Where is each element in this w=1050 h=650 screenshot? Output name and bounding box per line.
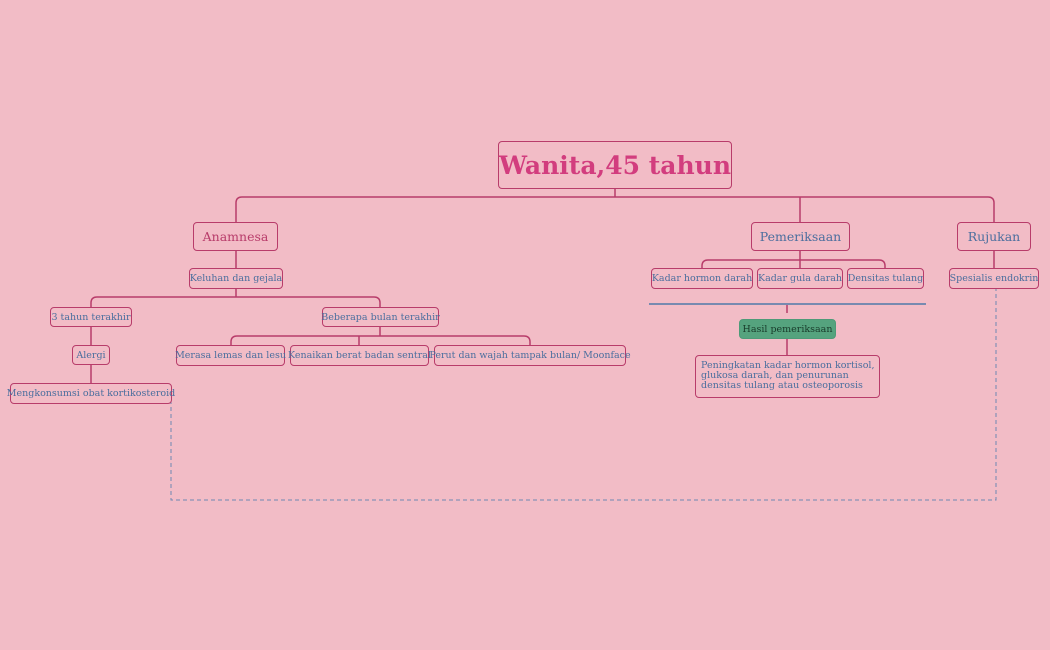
hasil-text-node[interactable]: Peningkatan kadar hormon kortisol, gluko… [695, 355, 880, 398]
spesialis-endokrin-node[interactable]: Spesialis endokrin [949, 268, 1039, 289]
densitas-tulang-node[interactable]: Densitas tulang [847, 268, 924, 289]
alergi-node[interactable]: Alergi [72, 345, 110, 365]
gejala-lemas-node[interactable]: Merasa lemas dan lesu [175, 345, 286, 366]
connector-root [235, 189, 995, 222]
anamnesa-node[interactable]: Anamnesa [193, 222, 278, 251]
keluhan-node[interactable]: Keluhan dan gejala [189, 268, 283, 289]
hasil-pemeriksaan-node[interactable]: Hasil pemeriksaan [739, 319, 836, 339]
pemeriksaan-node[interactable]: Pemeriksaan [751, 222, 850, 251]
obat-node[interactable]: Mengkonsumsi obat kortikosteroid [7, 383, 175, 404]
gejala-moonface-node[interactable]: Perut dan wajah tampak bulan/ Moonface [429, 345, 631, 366]
rujukan-node[interactable]: Rujukan [957, 222, 1031, 251]
connector-gejala [230, 326, 531, 345]
dashed-relation [170, 289, 997, 501]
root-node[interactable]: Wanita,45 tahun [498, 141, 732, 189]
beberapa-bulan-node[interactable]: Beberapa bulan terakhir [321, 307, 440, 327]
connector-anamnesa [90, 250, 381, 383]
kadar-hormon-node[interactable]: Kadar hormon darah [651, 268, 753, 289]
kadar-gula-node[interactable]: Kadar gula darah [757, 268, 843, 289]
gejala-berat-badan-node[interactable]: Kenaikan berat badan sentral [288, 345, 431, 366]
tiga-tahun-node[interactable]: 3 tahun terakhir [50, 307, 132, 327]
connector-pemeriksaan [701, 250, 886, 268]
